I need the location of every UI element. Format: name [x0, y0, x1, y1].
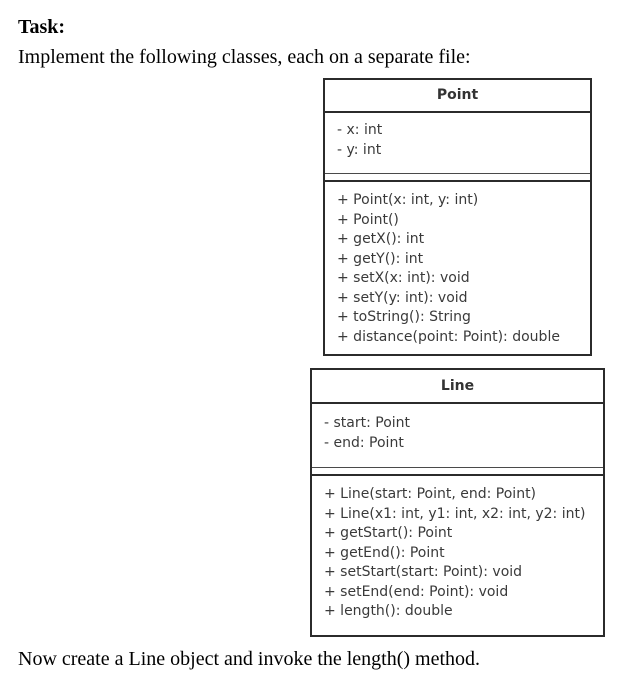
class-method: + getX(): int [337, 231, 425, 247]
compartment-divider-gap [325, 174, 590, 180]
class-method: + setStart(start: Point): void [324, 564, 523, 580]
methods-section-point: + Point(x: int, y: int) + Point() + getX… [325, 180, 590, 354]
attributes-section-line: - start: Point - end: Point [312, 404, 603, 468]
class-method: + Line(start: Point, end: Point) [324, 486, 537, 502]
attributes-section-point: - x: int - y: int [325, 113, 590, 174]
methods-section-line: + Line(start: Point, end: Point) + Line(… [312, 474, 603, 635]
class-attribute: - y: int [337, 141, 382, 158]
class-method: + length(): double [324, 603, 453, 619]
compartment-divider-gap [312, 468, 603, 474]
class-method: + toString(): String [337, 309, 471, 325]
footer-instruction: Now create a Line object and invoke the … [18, 648, 481, 670]
class-method: + getStart(): Point [324, 525, 453, 541]
class-title-point: Point [325, 80, 590, 113]
uml-class-box-line: Line - start: Point - end: Point + Line(… [310, 368, 605, 637]
class-method: + getEnd(): Point [324, 544, 445, 561]
uml-class-box-point: Point - x: int - y: int + Point(x: int, … [323, 78, 592, 356]
task-instruction: Implement the following classes, each on… [18, 46, 471, 68]
class-method: + getY(): int [337, 250, 424, 267]
class-method: + setY(y: int): void [337, 289, 468, 306]
class-attribute: - x: int [337, 122, 383, 138]
class-method: + Point(x: int, y: int) [337, 192, 479, 208]
class-title-line: Line [312, 370, 603, 404]
class-method: + distance(point: Point): double [337, 328, 560, 345]
document-header: Task: Implement the following classes, e… [18, 12, 471, 72]
class-method: + Line(x1: int, y1: int, x2: int, y2: in… [324, 505, 586, 522]
class-method: + setX(x: int): void [337, 270, 470, 286]
class-attribute: - end: Point [324, 434, 404, 451]
class-attribute: - start: Point [324, 415, 411, 431]
task-label: Task: [18, 16, 66, 38]
class-method: + setEnd(end: Point): void [324, 583, 509, 600]
class-method: + Point() [337, 211, 399, 228]
